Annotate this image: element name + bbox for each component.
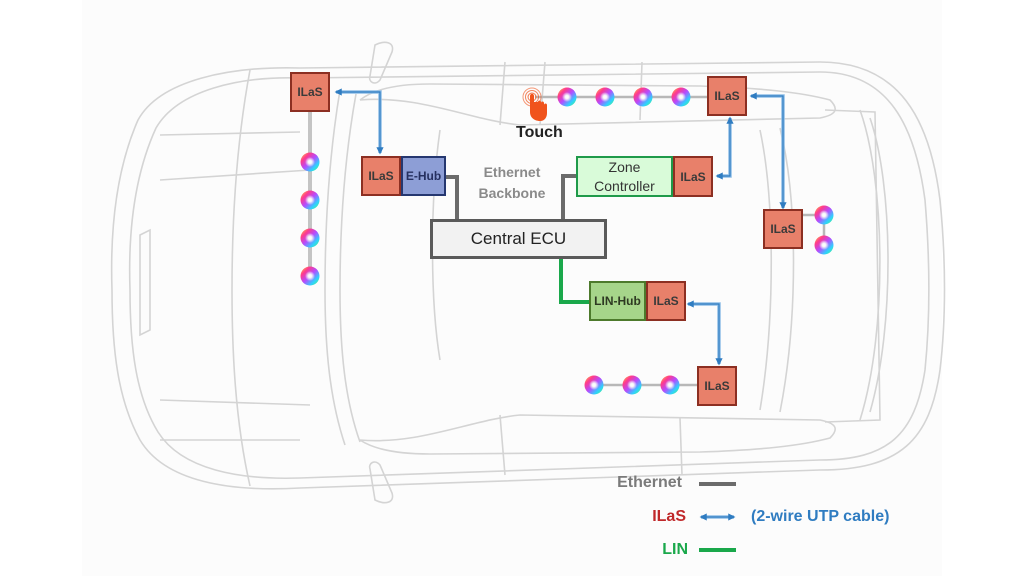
rgb-led-highlight	[305, 233, 315, 243]
legend-ethernet-label: Ethernet	[617, 474, 682, 491]
ilas-label: ILaS	[653, 294, 679, 308]
car-outline	[110, 41, 946, 504]
ehub-node[interactable]: E-Hub	[401, 156, 446, 196]
zone-controller-node[interactable]: Zone Controller	[576, 156, 673, 197]
ilas-left-door[interactable]: ILaS	[707, 76, 747, 116]
rgb-led-highlight	[305, 195, 315, 205]
ilas-label: ILaS	[770, 222, 796, 236]
ilas-front-left[interactable]: ILaS	[290, 72, 330, 112]
rgb-led-highlight	[638, 92, 648, 102]
central-ecu-label: Central ECU	[470, 229, 567, 248]
ethernet-backbone-line1: Ethernet	[483, 164, 541, 180]
ilas-lin-hub[interactable]: ILaS	[646, 281, 686, 321]
rgb-led-highlight	[627, 380, 637, 390]
legend-lin-label: LIN	[662, 541, 688, 558]
ilas-label: ILaS	[704, 379, 730, 393]
ilas-link-leftdoor-rear	[749, 92, 787, 210]
ilas-label: ILaS	[680, 169, 706, 184]
ethernet-link-ehub	[445, 175, 459, 221]
ilas-right-door[interactable]: ILaS	[697, 366, 737, 406]
lin-link-lin-hub	[559, 258, 590, 304]
rgb-led-highlight	[305, 157, 315, 167]
ilas-link-ehub-frontleft	[334, 88, 384, 155]
ilas-zone-controller[interactable]: ILaS	[673, 156, 713, 197]
lin-hub-label: LIN-Hub	[594, 294, 641, 308]
ehub-label: E-Hub	[405, 169, 442, 183]
touch-icon	[522, 87, 547, 121]
ilas-label: ILaS	[297, 85, 323, 99]
ilas-ehub[interactable]: ILaS	[361, 156, 401, 196]
legend-ilas-label: ILaS	[652, 508, 686, 525]
zone-controller-label-line2: Controller	[594, 177, 655, 194]
rgb-led-highlight	[600, 92, 610, 102]
ethernet-backbone-label: Ethernet Backbone	[470, 162, 554, 204]
rgb-led-highlight	[562, 92, 572, 102]
rgb-led-highlight	[665, 380, 675, 390]
ilas-rear[interactable]: ILaS	[763, 209, 803, 249]
rgb-led-highlight	[819, 210, 829, 220]
touch-label: Touch	[516, 124, 563, 141]
ilas-label: ILaS	[714, 89, 740, 103]
ilas-label: ILaS	[368, 169, 394, 183]
ilas-link-zone-leftdoor	[715, 116, 734, 180]
rgb-led-highlight	[589, 380, 599, 390]
zone-controller-label-line1: Zone	[608, 158, 641, 175]
ethernet-link-zone-controller	[561, 174, 578, 221]
rgb-led-highlight	[819, 240, 829, 250]
rgb-led-highlight	[676, 92, 686, 102]
lin-hub-node[interactable]: LIN-Hub	[589, 281, 646, 321]
legend-ilas-note: (2-wire UTP cable)	[751, 508, 890, 525]
ilas-link-linhub-rightdoor	[686, 300, 723, 366]
ethernet-backbone-line2: Backbone	[478, 185, 546, 201]
rgb-led-highlight	[305, 271, 315, 281]
central-ecu-node[interactable]: Central ECU	[430, 219, 607, 259]
